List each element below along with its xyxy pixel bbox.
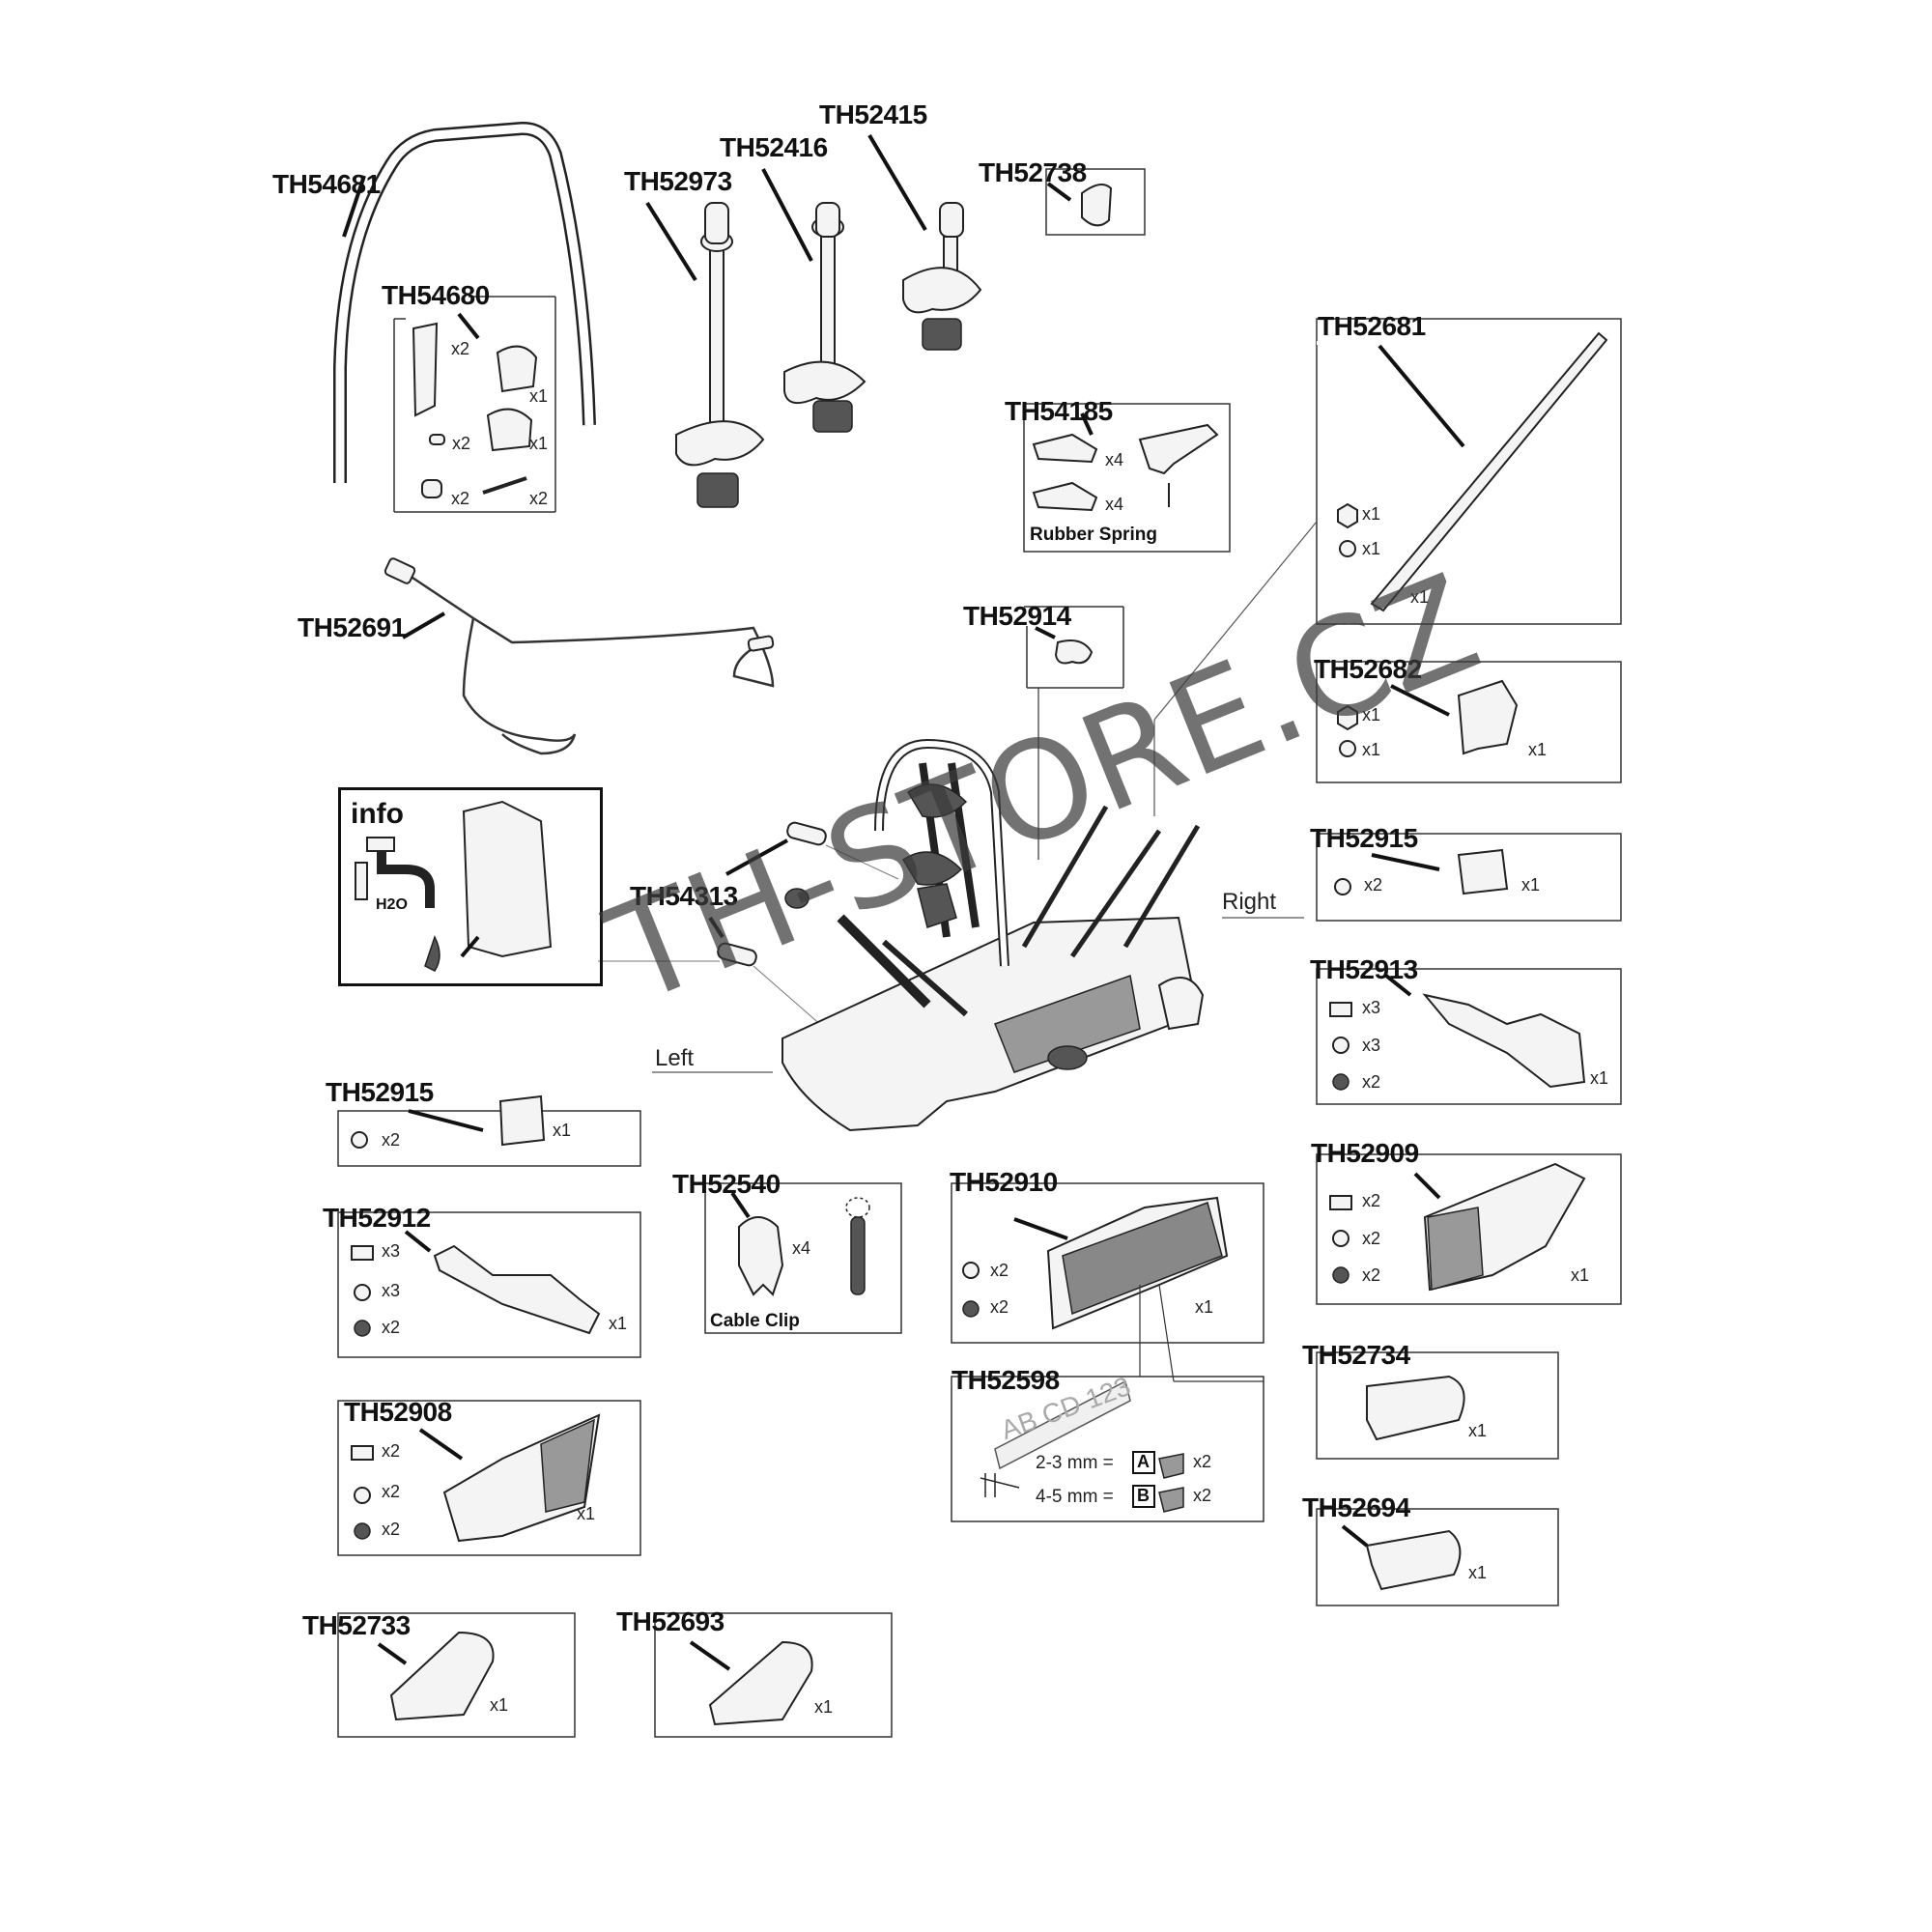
qty-label: x2 bbox=[1364, 875, 1383, 895]
qty-label: x2 bbox=[382, 1482, 401, 1501]
part-label-th54681[interactable]: TH54681 bbox=[272, 169, 381, 199]
qty-label: x2 bbox=[1362, 1191, 1381, 1210]
qty-label: x2 bbox=[1362, 1229, 1381, 1248]
letter-b: B bbox=[1137, 1486, 1150, 1505]
qty-label: x2 bbox=[382, 1520, 401, 1539]
qty-label: x2 bbox=[382, 1441, 401, 1461]
part-label-th52733[interactable]: TH52733 bbox=[302, 1610, 411, 1640]
qty-label: x1 bbox=[1521, 875, 1541, 895]
part-label-th52973[interactable]: TH52973 bbox=[624, 166, 732, 196]
part-label-th52912[interactable]: TH52912 bbox=[323, 1203, 431, 1233]
qty-label: x2 bbox=[451, 489, 470, 508]
qty-label: x2 bbox=[1193, 1452, 1212, 1471]
qty-label: x4 bbox=[792, 1238, 811, 1258]
qty-label: x3 bbox=[382, 1241, 401, 1261]
letter-a: A bbox=[1137, 1452, 1150, 1471]
cable-clip-label: Cable Clip bbox=[710, 1311, 800, 1331]
part-label-th54313[interactable]: TH54313 bbox=[630, 881, 738, 911]
part-label-th52738[interactable]: TH52738 bbox=[979, 157, 1087, 187]
part-label-th52598[interactable]: TH52598 bbox=[952, 1365, 1060, 1395]
part-label-th52734[interactable]: TH52734 bbox=[1302, 1340, 1410, 1370]
qty-label: x2 bbox=[1193, 1486, 1212, 1505]
info-title: info bbox=[351, 798, 404, 830]
part-label-th52682[interactable]: TH52682 bbox=[1314, 654, 1422, 684]
qty-label: x1 bbox=[1590, 1068, 1609, 1088]
part-label-th52693[interactable]: TH52693 bbox=[616, 1606, 724, 1636]
part-label-th52910[interactable]: TH52910 bbox=[950, 1167, 1058, 1197]
qty-label: x1 bbox=[490, 1695, 509, 1715]
info-drawing bbox=[355, 800, 553, 972]
part-label-th52540[interactable]: TH52540 bbox=[672, 1169, 781, 1199]
qty-label: x4 bbox=[1105, 450, 1124, 469]
qty-label: x3 bbox=[1362, 1036, 1381, 1055]
qty-label: x1 bbox=[814, 1697, 834, 1717]
qty-label: x2 bbox=[1362, 1072, 1381, 1092]
qty-label: x1 bbox=[1571, 1265, 1590, 1285]
qty-label: x1 bbox=[1362, 504, 1381, 524]
part-label-th52915-right[interactable]: TH52915 bbox=[1310, 823, 1418, 853]
qty-label: x1 bbox=[529, 434, 549, 453]
qty-label: x2 bbox=[451, 339, 470, 358]
qty-label: x2 bbox=[1362, 1265, 1381, 1285]
part-label-th52908[interactable]: TH52908 bbox=[344, 1397, 452, 1427]
part-label-th52914[interactable]: TH52914 bbox=[963, 601, 1071, 631]
qty-label: x1 bbox=[1362, 740, 1381, 759]
right-side-label: Right bbox=[1222, 889, 1277, 915]
part-label-th52915-left[interactable]: TH52915 bbox=[326, 1077, 434, 1107]
qty-label: x1 bbox=[1362, 539, 1381, 558]
part-label-th52694[interactable]: TH52694 bbox=[1302, 1492, 1410, 1522]
part-label-th52681[interactable]: TH52681 bbox=[1318, 311, 1426, 341]
qty-label: x1 bbox=[553, 1121, 572, 1140]
qty-label: x1 bbox=[577, 1504, 596, 1523]
qty-label: x2 bbox=[990, 1297, 1009, 1317]
part-label-th52415[interactable]: TH52415 bbox=[819, 99, 927, 129]
thickness-a-label: 2-3 mm = bbox=[1036, 1453, 1114, 1473]
qty-label: x1 bbox=[1195, 1297, 1214, 1317]
part-label-th52913[interactable]: TH52913 bbox=[1310, 954, 1418, 984]
part-label-th54185[interactable]: TH54185 bbox=[1005, 396, 1113, 426]
h2o-label: H2O bbox=[376, 896, 408, 913]
qty-label: x1 bbox=[609, 1314, 628, 1333]
qty-label: x1 bbox=[1468, 1563, 1488, 1582]
info-box: info H2O bbox=[338, 787, 603, 986]
rubber-spring-label: Rubber Spring bbox=[1030, 525, 1157, 545]
qty-label: x2 bbox=[990, 1261, 1009, 1280]
qty-label: x4 bbox=[1105, 495, 1124, 514]
qty-label: x2 bbox=[529, 489, 549, 508]
qty-label: x1 bbox=[1468, 1421, 1488, 1440]
arch-frame-drawing bbox=[333, 122, 596, 483]
left-side-label: Left bbox=[655, 1045, 695, 1071]
knob-drawing bbox=[1081, 184, 1113, 227]
qty-label: x1 bbox=[1528, 740, 1548, 759]
part-label-th52909[interactable]: TH52909 bbox=[1311, 1138, 1419, 1168]
part-label-th52416[interactable]: TH52416 bbox=[720, 132, 828, 162]
qty-label: x2 bbox=[382, 1130, 401, 1150]
bike-arm-drawings bbox=[645, 133, 982, 508]
qty-label: x3 bbox=[1362, 998, 1381, 1017]
carrier-body-drawing bbox=[781, 738, 1205, 1132]
part-label-th52691[interactable]: TH52691 bbox=[298, 612, 406, 642]
thickness-b-label: 4-5 mm = bbox=[1036, 1487, 1114, 1507]
qty-label: x1 bbox=[1410, 587, 1430, 607]
qty-label: x3 bbox=[382, 1281, 401, 1300]
qty-label: x2 bbox=[382, 1318, 401, 1337]
qty-label: x1 bbox=[529, 386, 549, 406]
qty-label: x2 bbox=[452, 434, 471, 453]
part-label-th54680[interactable]: TH54680 bbox=[382, 280, 490, 310]
qty-label: x1 bbox=[1362, 705, 1381, 724]
